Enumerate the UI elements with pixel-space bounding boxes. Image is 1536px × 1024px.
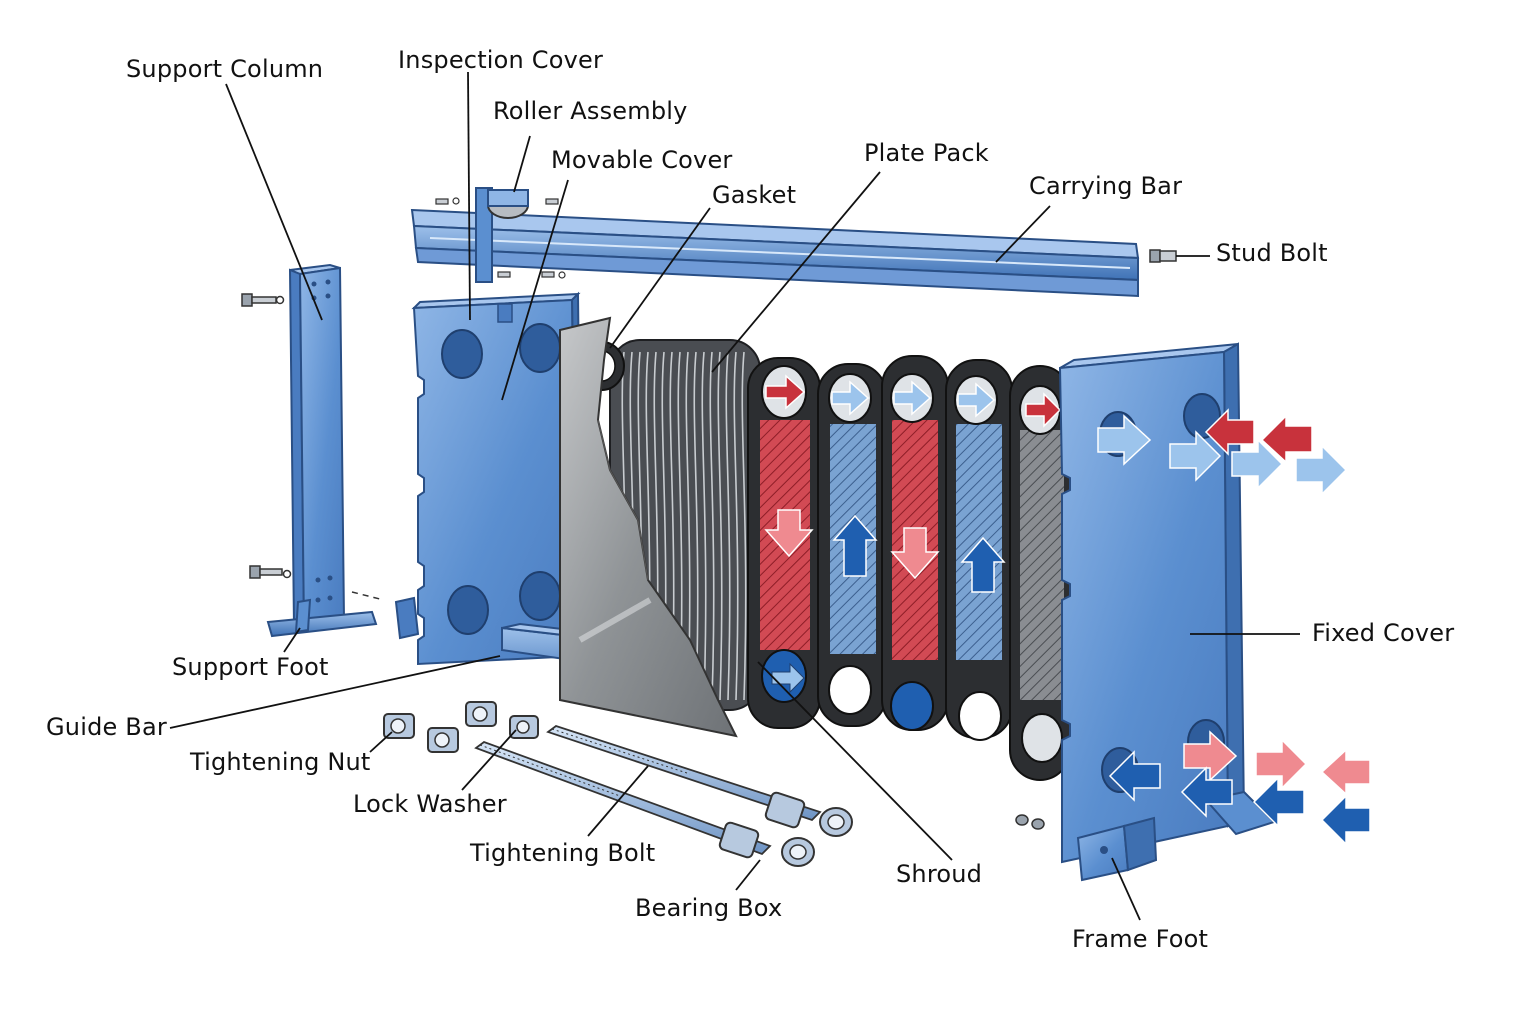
leader-guide-bar xyxy=(169,655,501,729)
plate-edge xyxy=(741,351,747,701)
leader-carrying-bar xyxy=(995,205,1051,263)
leader-gasket xyxy=(609,207,711,349)
plate-edge xyxy=(733,351,739,701)
leader-frame-foot xyxy=(1111,857,1141,921)
plate-flow-arrows xyxy=(764,509,1006,593)
label-gasket: Gasket xyxy=(712,181,797,209)
leader-bearing-box xyxy=(735,859,761,891)
carrying-bar xyxy=(410,208,1140,298)
label-bearing-box: Bearing Box xyxy=(635,894,783,922)
label-roller-assembly: Roller Assembly xyxy=(493,97,688,125)
leader-lock-washer xyxy=(461,729,517,791)
leader-support-column xyxy=(225,83,323,321)
stud-bolt xyxy=(1149,249,1177,263)
label-lock-washer: Lock Washer xyxy=(353,790,507,818)
label-inspection-cover: Inspection Cover xyxy=(398,46,604,74)
shroud xyxy=(559,316,738,738)
small-bolts xyxy=(435,197,566,279)
inlet-outlet-arrows xyxy=(1097,408,1371,846)
support-column xyxy=(288,263,346,630)
label-guide-bar: Guide Bar xyxy=(46,713,167,741)
leader-lines xyxy=(169,71,1300,921)
tightening-bolts xyxy=(474,724,822,856)
support-bolts xyxy=(241,293,385,601)
plate-edge xyxy=(701,351,707,701)
plate-edge xyxy=(717,351,723,701)
plate-edge xyxy=(709,351,715,701)
leader-tightening-bolt xyxy=(587,765,649,837)
plate-edge xyxy=(685,351,691,701)
label-movable-cover: Movable Cover xyxy=(551,146,733,174)
tightening-nuts xyxy=(383,701,539,753)
plate-end xyxy=(1009,365,1071,781)
port-arrows xyxy=(765,374,1062,694)
label-carrying-bar: Carrying Bar xyxy=(1029,172,1183,200)
bearing-boxes xyxy=(718,791,853,867)
support-foot xyxy=(266,598,378,638)
label-tightening-nut: Tightening Nut xyxy=(190,748,371,776)
label-support-foot: Support Foot xyxy=(172,653,329,681)
roller-assembly xyxy=(475,187,529,283)
plate-edge xyxy=(693,351,699,701)
leader-shroud xyxy=(757,661,953,861)
leader-support-foot xyxy=(283,627,301,653)
label-tightening-bolt: Tightening Bolt xyxy=(470,839,656,867)
label-stud-bolt: Stud Bolt xyxy=(1216,239,1328,267)
label-shroud: Shroud xyxy=(896,860,983,888)
label-frame-foot: Frame Foot xyxy=(1072,925,1209,953)
leader-movable-cover xyxy=(501,179,569,401)
plate-edge xyxy=(725,351,731,701)
leader-tightening-nut xyxy=(369,731,393,753)
loose-nuts xyxy=(1015,814,1045,830)
label-support-column: Support Column xyxy=(126,55,324,83)
leader-inspection-cover xyxy=(467,71,471,321)
label-plate-pack: Plate Pack xyxy=(864,139,989,167)
label-fixed-cover: Fixed Cover xyxy=(1312,619,1455,647)
movable-cover xyxy=(411,291,584,666)
leader-roller-assembly xyxy=(513,135,531,193)
leader-plate-pack xyxy=(711,171,881,373)
